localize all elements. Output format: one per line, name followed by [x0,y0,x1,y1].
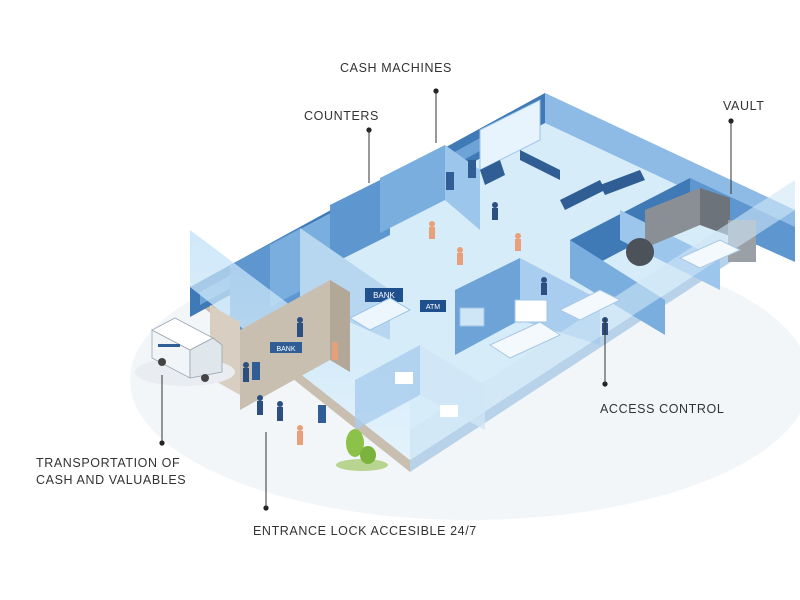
tree-foliage [346,429,364,457]
entrance-sign-text: BANK [276,346,295,353]
meeting-tables [488,239,742,359]
atm-sign-box [420,300,446,312]
vault-door [626,238,654,266]
label-counters: COUNTERS [304,109,379,123]
tree-shadow [336,459,388,471]
presentation-board-2 [459,307,485,327]
atm-sign-text: ATM [426,304,440,311]
waiting-sofas [480,150,645,210]
label-access-control: ACCESS CONTROL [600,402,725,416]
bank-sign-box [365,288,403,302]
label-transportation-line2: CASH AND VALUABLES [36,473,187,487]
vault-boxes [645,188,730,248]
atm-machines [252,160,476,423]
reception-desk [348,297,412,331]
front-offices [355,345,485,430]
tree-foliage-2 [360,446,376,464]
label-transportation-line1: TRANSPORTATION OF [36,456,181,470]
back-windows [479,99,541,171]
counter-room-partitions [230,145,480,340]
entrance-sign-box [270,342,302,353]
label-cash-machines: CASH MACHINES [340,61,452,75]
label-vault: VAULT [723,99,765,113]
armored-van [135,317,235,386]
label-entrance-lock: ENTRANCE LOCK ACCESIBLE 24/7 [253,524,477,538]
presentation-board [514,299,548,323]
bank-sign-text: BANK [373,291,395,300]
